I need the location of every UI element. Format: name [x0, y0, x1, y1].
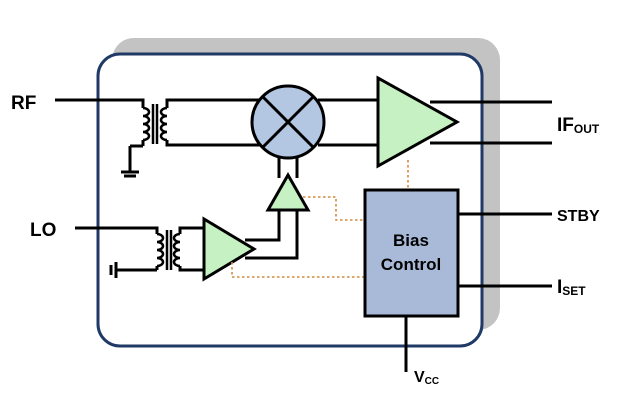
lo-pin-label: LO: [30, 220, 56, 241]
rf-transformer-icon: [142, 104, 168, 144]
iset-pin-label: ISET: [557, 277, 586, 298]
bias-control-block: [363, 188, 460, 318]
lo-buffer-amplifier: [265, 171, 311, 212]
rf-secondary-wiring: [165, 98, 260, 147]
mixer-icon: [250, 84, 326, 160]
mixer-output-wiring: [318, 98, 378, 147]
bias-output-wiring: [404, 212, 552, 372]
lo-amp-to-buffer-wiring: [245, 210, 299, 260]
if-output-wiring: [430, 100, 552, 145]
bias-control-label-line2: Control: [381, 255, 441, 274]
rf-wiring: [55, 98, 145, 172]
bias-control-label-line1: Bias: [393, 231, 429, 250]
if-amplifier: [376, 75, 461, 169]
bias-control-lines: [231, 160, 409, 278]
vcc-pin-label: VCC: [414, 369, 439, 387]
rf-ground-icon: [121, 170, 139, 178]
lo-to-mixer-wiring: [277, 158, 299, 178]
lo-secondary-wiring: [178, 226, 204, 272]
rf-pin-label: RF: [11, 93, 36, 114]
lo-ground-icon: [109, 262, 118, 278]
lo-amplifier: [202, 216, 257, 282]
if-out-pin-label: IFOUT: [557, 115, 600, 136]
stby-pin-label: STBY: [557, 208, 600, 225]
lo-transformer-icon: [156, 230, 181, 270]
